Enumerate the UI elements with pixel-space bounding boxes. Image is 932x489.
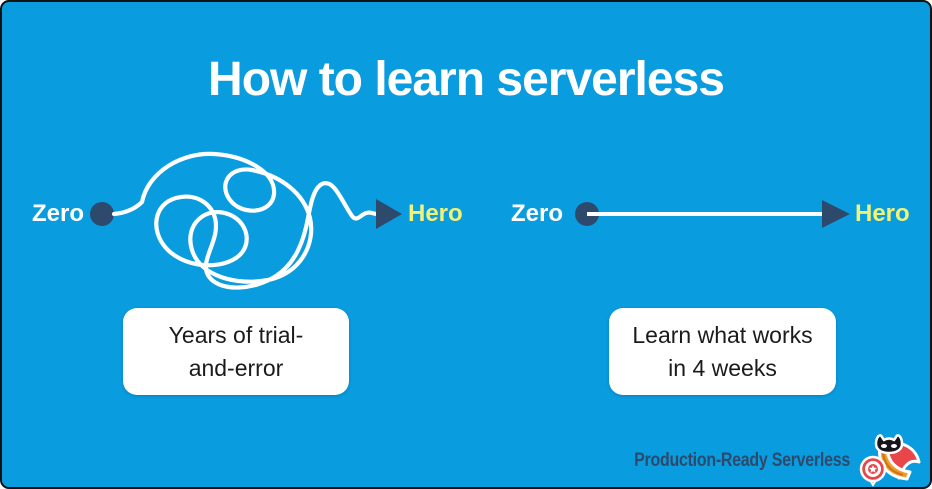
superhero-banana-mascot-icon: [859, 434, 921, 487]
right-caption-box: Learn what works in 4 weeks: [609, 308, 836, 395]
mascot-shield-star: [869, 465, 877, 473]
left-zero-label: Zero: [32, 200, 85, 227]
mascot-bat-mask: [874, 434, 904, 455]
left-arrowhead-icon: [376, 199, 402, 229]
brand-name: Production-Ready Serverless: [634, 450, 850, 471]
right-arrowhead-icon: [822, 200, 850, 228]
right-zero-label: Zero: [511, 200, 564, 227]
left-hero-label: Hero: [408, 200, 463, 227]
tangled-path-graphic: [90, 151, 402, 290]
right-hero-label: Hero: [855, 200, 910, 227]
left-caption-box: Years of trial- and-error: [123, 308, 349, 395]
left-caption-line1: Years of trial-: [168, 321, 304, 348]
right-caption-line2: in 4 weeks: [668, 354, 777, 381]
mascot-eye-right: [891, 444, 897, 448]
page-title: How to learn serverless: [208, 53, 725, 106]
left-caption-line2: and-error: [188, 354, 284, 381]
mascot-banana-crease: [882, 451, 904, 476]
left-start-dot-icon: [90, 202, 114, 226]
tangled-scribble-line: [111, 151, 379, 290]
mascot-eye-left: [881, 444, 887, 448]
straight-path-graphic: [575, 200, 850, 228]
right-caption-line1: Learn what works: [632, 321, 813, 348]
